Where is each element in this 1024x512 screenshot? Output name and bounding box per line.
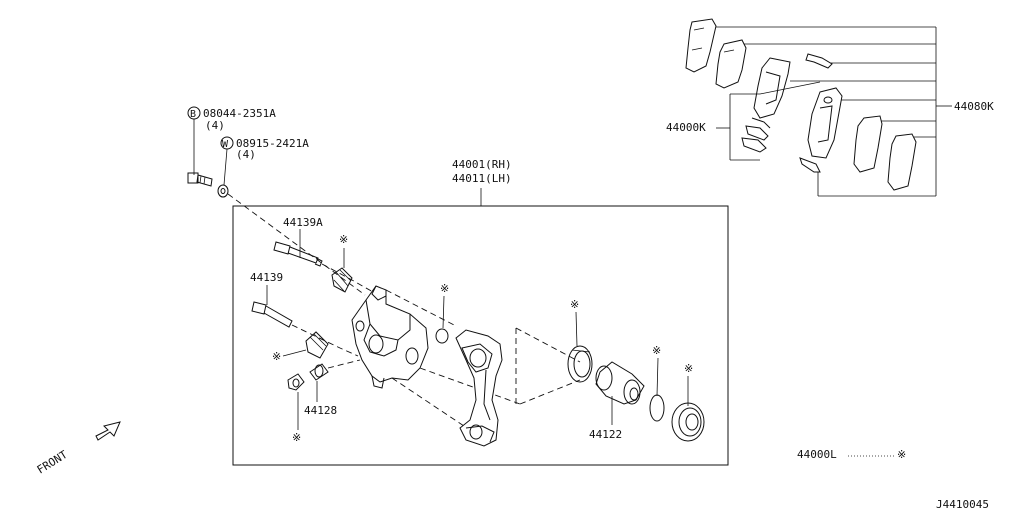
seal-kit-label: 44000L [797, 448, 837, 461]
piston [595, 361, 645, 405]
pin-boot-a [331, 267, 353, 293]
front-arrow-icon [95, 421, 121, 441]
drawing-number: J4410045 [936, 498, 989, 511]
caliper-assembly-frame [232, 205, 729, 466]
caliper-bracket [455, 329, 503, 447]
anti-squeal-shim-a [853, 115, 883, 173]
guide-pin [251, 301, 293, 328]
mounting-washer [217, 184, 229, 198]
pin-label: 44139 [250, 271, 283, 284]
pad-set-brackets [714, 26, 952, 197]
pad-kit-label: 44000K [666, 121, 706, 134]
mounting-bolt [187, 172, 213, 187]
boot-kit-mark: ※ [684, 362, 693, 375]
bolt-qty: (4) [205, 119, 225, 132]
caliper-rh-label: 44001(RH) [452, 158, 512, 171]
bleeder-kit-mark: ※ [292, 431, 301, 444]
caliper-lh-label: 44011(LH) [452, 172, 512, 185]
front-indicator: FRONT [35, 421, 121, 477]
seal-kit-mark: ※ [570, 298, 579, 311]
pad-shim-inner [715, 39, 747, 89]
pin-kit-mark: ※ [272, 350, 281, 363]
bleeder-label: 44128 [304, 404, 337, 417]
pin-a-label: 44139A [283, 216, 323, 229]
washer-w-letter: W [222, 139, 229, 150]
pin-a-kit-mark: ※ [339, 233, 348, 246]
piston-boot [671, 402, 705, 442]
bleeder-screw [309, 363, 329, 381]
plug-kit-mark: ※ [440, 282, 449, 295]
pad-clip-top [805, 53, 833, 69]
pad-clip-bottom [799, 157, 821, 173]
bolt-part-number: 08044-2351A [203, 107, 276, 120]
caliper-plug [435, 328, 449, 344]
retaining-ring [649, 394, 665, 422]
caliper-body [351, 285, 429, 389]
front-label: FRONT [35, 448, 70, 477]
pin-boot [305, 331, 329, 359]
bolt-callout: B 08044-2351A (4) [187, 106, 276, 175]
pad-hardware-clips [741, 117, 771, 153]
bleeder-cap [287, 373, 305, 391]
bolt-axis-line [227, 193, 366, 296]
piston-label: 44122 [589, 428, 622, 441]
bolt-b-letter: B [190, 109, 196, 120]
piston-seal [567, 345, 593, 383]
washer-part-number: 08915-2421A [236, 137, 309, 150]
pad-set-label: 44080K [954, 100, 994, 113]
washer-callout: W 08915-2421A (4) [220, 136, 309, 186]
pad-kit-bracket [716, 81, 821, 161]
guide-pin-a [273, 241, 323, 267]
washer-qty: (4) [236, 148, 256, 161]
brake-pad-inner [807, 87, 843, 159]
anti-squeal-shim-b [887, 133, 917, 191]
seal-kit-mark-legend: ※ [897, 448, 906, 461]
brake-pad-outer [753, 57, 791, 119]
pad-shim-outer [685, 18, 717, 73]
ring-kit-mark: ※ [652, 344, 661, 357]
